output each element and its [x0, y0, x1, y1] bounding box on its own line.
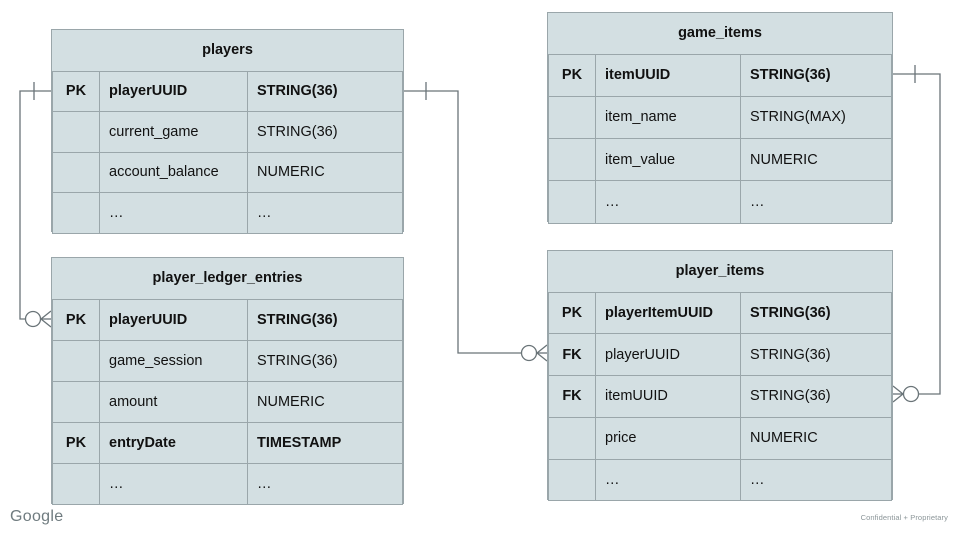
attribute-type: NUMERIC — [247, 151, 403, 193]
attribute-type: NUMERIC — [247, 380, 403, 424]
entity-title: game_items — [548, 13, 892, 55]
attribute-type: STRING(36) — [740, 333, 892, 377]
cardinality-zero-circle — [520, 344, 538, 362]
attribute-name: item_value — [595, 137, 741, 182]
attribute-name: … — [99, 192, 248, 234]
key-cell: PK — [52, 422, 100, 465]
key-cell: FK — [548, 375, 596, 418]
key-cell: FK — [548, 333, 596, 377]
attribute-name: playerUUID — [99, 298, 248, 341]
key-cell: PK — [52, 298, 100, 341]
entity-title: player_items — [548, 251, 892, 293]
attribute-type: STRING(36) — [740, 375, 892, 418]
key-cell — [52, 151, 100, 193]
key-cell — [52, 111, 100, 153]
attribute-name: current_game — [99, 111, 248, 153]
attribute-name: … — [99, 463, 248, 506]
attribute-name: amount — [99, 380, 248, 424]
cardinality-zero-circle — [24, 310, 42, 328]
entity-title: players — [52, 30, 403, 72]
attribute-name: game_session — [99, 339, 248, 382]
attribute-name: item_name — [595, 95, 741, 140]
attribute-name: entryDate — [99, 422, 248, 465]
attribute-type: NUMERIC — [740, 137, 892, 182]
attribute-name: price — [595, 416, 741, 460]
attribute-name: playerItemUUID — [595, 291, 741, 335]
attribute-row[interactable]: …… — [52, 463, 403, 506]
attribute-type: … — [247, 463, 403, 506]
attribute-row[interactable]: …… — [548, 180, 892, 224]
connector-players-ledger — [19, 82, 52, 328]
connector-game-items-player-items — [892, 65, 941, 403]
attribute-name: … — [595, 458, 741, 502]
attribute-type: … — [740, 458, 892, 502]
cardinality-many-crowsfoot — [40, 310, 52, 328]
key-cell: PK — [52, 70, 100, 112]
attribute-name: playerUUID — [99, 70, 248, 112]
cardinality-zero-circle — [902, 385, 920, 403]
entity-title: player_ledger_entries — [52, 258, 403, 300]
key-cell — [548, 416, 596, 460]
key-cell — [548, 458, 596, 502]
key-cell — [52, 192, 100, 234]
attribute-type: STRING(36) — [740, 291, 892, 335]
connector-players-player-items — [404, 82, 548, 362]
attribute-name: account_balance — [99, 151, 248, 193]
cardinality-many-crowsfoot — [536, 344, 548, 362]
attribute-name: itemUUID — [595, 375, 741, 418]
attribute-type: STRING(36) — [247, 111, 403, 153]
key-cell — [548, 137, 596, 182]
key-cell — [52, 380, 100, 424]
attribute-type: STRING(MAX) — [740, 95, 892, 140]
attribute-type: STRING(36) — [740, 53, 892, 97]
key-cell — [548, 180, 596, 224]
attribute-type: STRING(36) — [247, 70, 403, 112]
attribute-type: … — [740, 180, 892, 224]
key-cell: PK — [548, 53, 596, 97]
cardinality-many-crowsfoot — [892, 385, 904, 403]
attribute-type: STRING(36) — [247, 298, 403, 341]
attribute-name: … — [595, 180, 741, 224]
attribute-type: STRING(36) — [247, 339, 403, 382]
attribute-name: itemUUID — [595, 53, 741, 97]
attribute-type: NUMERIC — [740, 416, 892, 460]
key-cell: PK — [548, 291, 596, 335]
key-cell — [52, 463, 100, 506]
attribute-row[interactable]: …… — [52, 192, 403, 234]
attribute-type: … — [247, 192, 403, 234]
key-cell — [548, 95, 596, 140]
attribute-name: playerUUID — [595, 333, 741, 377]
key-cell — [52, 339, 100, 382]
google-logo: Google — [10, 508, 64, 525]
attribute-row[interactable]: …… — [548, 458, 892, 502]
confidentiality-notice: Confidential + Proprietary — [860, 513, 948, 522]
attribute-type: TIMESTAMP — [247, 422, 403, 465]
